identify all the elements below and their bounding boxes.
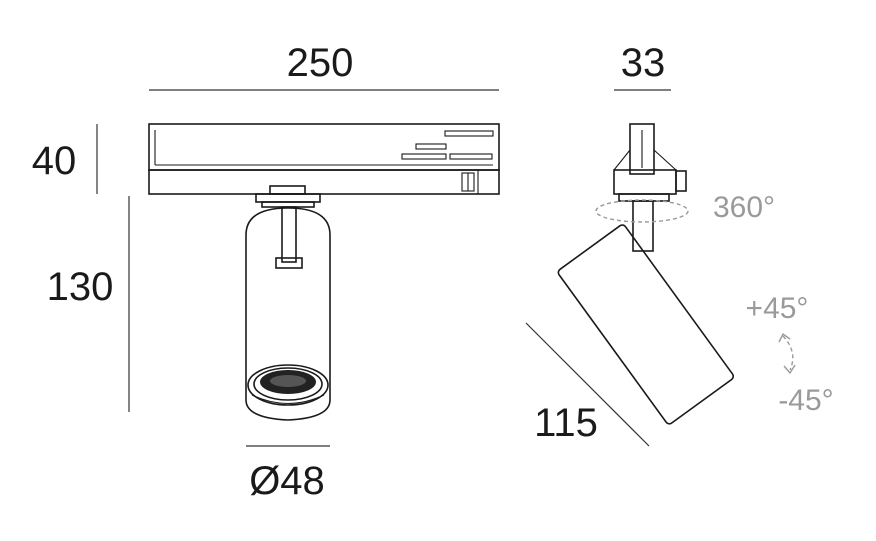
spotlight-body-front: [245, 207, 331, 421]
front-view: [148, 123, 500, 421]
label-side-width: 33: [621, 41, 666, 85]
dim-line-115: [525, 322, 650, 447]
label-width: 250: [287, 41, 354, 85]
angle-labels: 360° +45° -45°: [713, 191, 834, 417]
label-track-height: 40: [32, 139, 77, 183]
dimension-labels: 250 40 130 Ø48 33 115: [32, 41, 666, 503]
label-side-length: 115: [534, 401, 598, 445]
label-body-height: 130: [47, 265, 114, 309]
label-rotation: 360°: [713, 191, 775, 224]
track-adapter-front: [148, 123, 500, 195]
spotlight-body-side: [557, 224, 735, 425]
label-tilt-up: +45°: [746, 292, 809, 325]
dimension-lines: [96, 89, 671, 447]
track-adapter-side: [613, 123, 687, 252]
label-tilt-down: -45°: [778, 384, 833, 417]
rotation-indicator: [595, 199, 689, 223]
label-diameter: Ø48: [249, 459, 325, 503]
swivel-front: [255, 185, 321, 269]
tilt-arrow-icon: [778, 332, 796, 375]
side-view: [557, 123, 796, 425]
